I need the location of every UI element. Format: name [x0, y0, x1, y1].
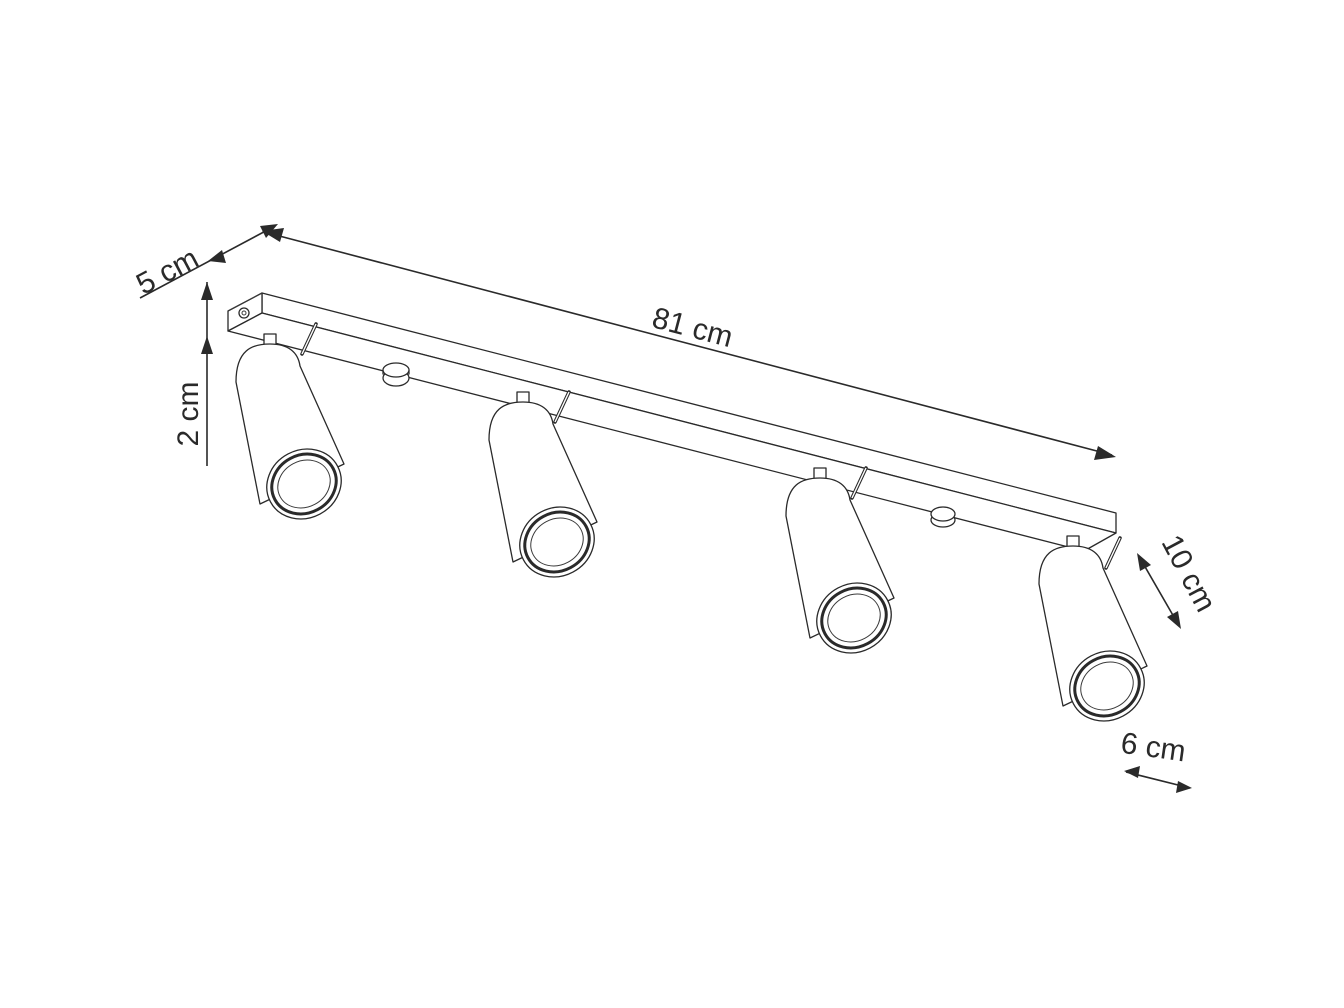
spot-length-label: 10 cm — [1155, 530, 1222, 618]
spot-diameter-label: 6 cm — [1119, 727, 1188, 769]
spotlight-4 — [1037, 534, 1159, 736]
length-label: 81 cm — [649, 301, 736, 354]
bar-fitting-2 — [930, 506, 956, 528]
dimension-spot-length: 10 cm — [1137, 530, 1222, 629]
bar-fitting-1 — [382, 362, 410, 387]
height-label: 2 cm — [172, 381, 205, 446]
dimension-height: 2 cm — [172, 282, 213, 466]
depth-label: 5 cm — [131, 242, 204, 302]
dimension-spot-diameter: 6 cm — [1119, 727, 1192, 793]
mounting-bar — [227, 292, 1117, 552]
